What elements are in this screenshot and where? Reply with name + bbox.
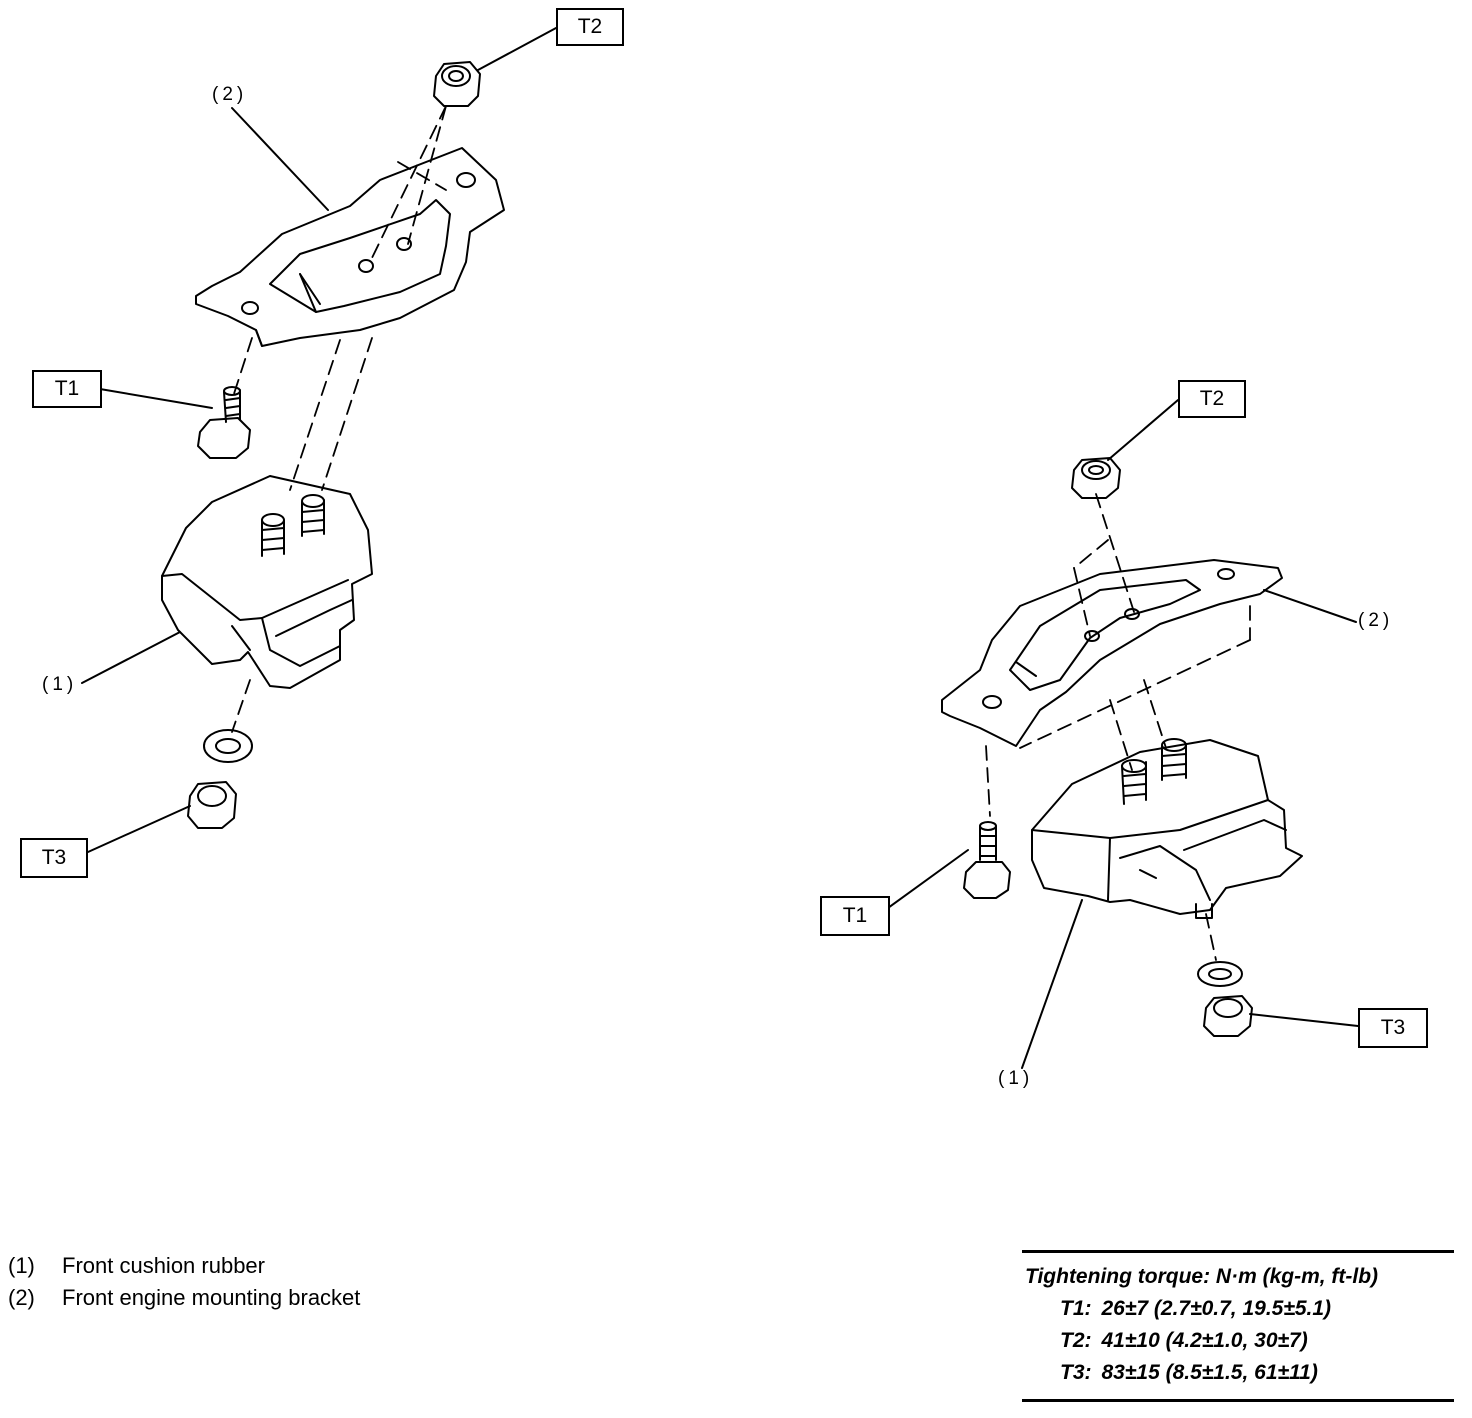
right-mounting-bracket <box>941 559 1283 747</box>
torque-title: Tightening torque: N·m (kg-m, ft-lb) <box>1025 1265 1379 1288</box>
right-part-1-callout: (1) <box>998 1068 1034 1089</box>
left-t2-label: T2 <box>556 8 624 46</box>
legend-item: (2) Front engine mounting bracket <box>8 1282 360 1314</box>
torque-row-t3: T3: 83±15 (8.5±1.5, 61±11) <box>1022 1353 1454 1385</box>
leader-line <box>1263 589 1357 623</box>
right-t1-bolt <box>963 821 1011 899</box>
left-part-2-callout: (2) <box>212 84 248 105</box>
leader-line <box>1021 899 1083 1069</box>
left-t3-label: T3 <box>20 838 88 878</box>
leader-line <box>1107 399 1179 461</box>
left-cushion-rubber <box>161 475 373 689</box>
torque-key: T3: <box>1060 1361 1092 1384</box>
left-part-1-callout: (1) <box>42 674 78 695</box>
torque-value: 26±7 (2.7±0.7, 19.5±5.1) <box>1101 1297 1332 1320</box>
left-t3-nut <box>187 781 237 829</box>
leader-line <box>887 849 969 909</box>
right-washer <box>1197 961 1243 987</box>
torque-key: T2: <box>1060 1329 1092 1352</box>
left-t1-bolt <box>197 386 251 459</box>
parts-legend: (1) Front cushion rubber (2) Front engine … <box>8 1250 360 1314</box>
torque-key: T1: <box>1060 1297 1092 1320</box>
legend-text: Front cushion rubber <box>62 1253 265 1278</box>
legend-item: (1) Front cushion rubber <box>8 1250 360 1282</box>
legend-number: (1) <box>8 1253 35 1278</box>
right-t3-label: T3 <box>1358 1008 1428 1048</box>
left-t2-nut <box>433 61 481 107</box>
leader-line <box>99 388 213 409</box>
top-rule <box>1022 1250 1454 1253</box>
right-t2-nut <box>1071 457 1121 499</box>
torque-row-t2: T2: 41±10 (4.2±1.0, 30±7) <box>1022 1321 1454 1353</box>
leader-line <box>81 631 181 684</box>
right-t3-nut <box>1203 995 1253 1037</box>
torque-value: 83±15 (8.5±1.5, 61±11) <box>1101 1361 1318 1384</box>
torque-row-t1: T1: 26±7 (2.7±0.7, 19.5±5.1) <box>1022 1289 1454 1321</box>
left-washer <box>203 729 253 763</box>
bottom-rule <box>1022 1399 1454 1402</box>
leader-line <box>477 27 557 71</box>
right-part-2-callout: (2) <box>1358 610 1394 631</box>
left-mounting-bracket <box>195 147 505 347</box>
legend-number: (2) <box>8 1285 35 1310</box>
leader-line <box>1249 1013 1359 1027</box>
left-t1-label: T1 <box>32 370 102 408</box>
right-cushion-rubber <box>1031 738 1303 919</box>
leader-line <box>87 805 191 853</box>
torque-value: 41±10 (4.2±1.0, 30±7) <box>1101 1329 1308 1352</box>
legend-text: Front engine mounting bracket <box>62 1285 361 1310</box>
torque-specification-table: Tightening torque: N·m (kg-m, ft-lb) T1:… <box>1022 1250 1454 1402</box>
leader-line <box>231 107 329 211</box>
right-t2-label: T2 <box>1178 380 1246 418</box>
right-t1-label: T1 <box>820 896 890 936</box>
